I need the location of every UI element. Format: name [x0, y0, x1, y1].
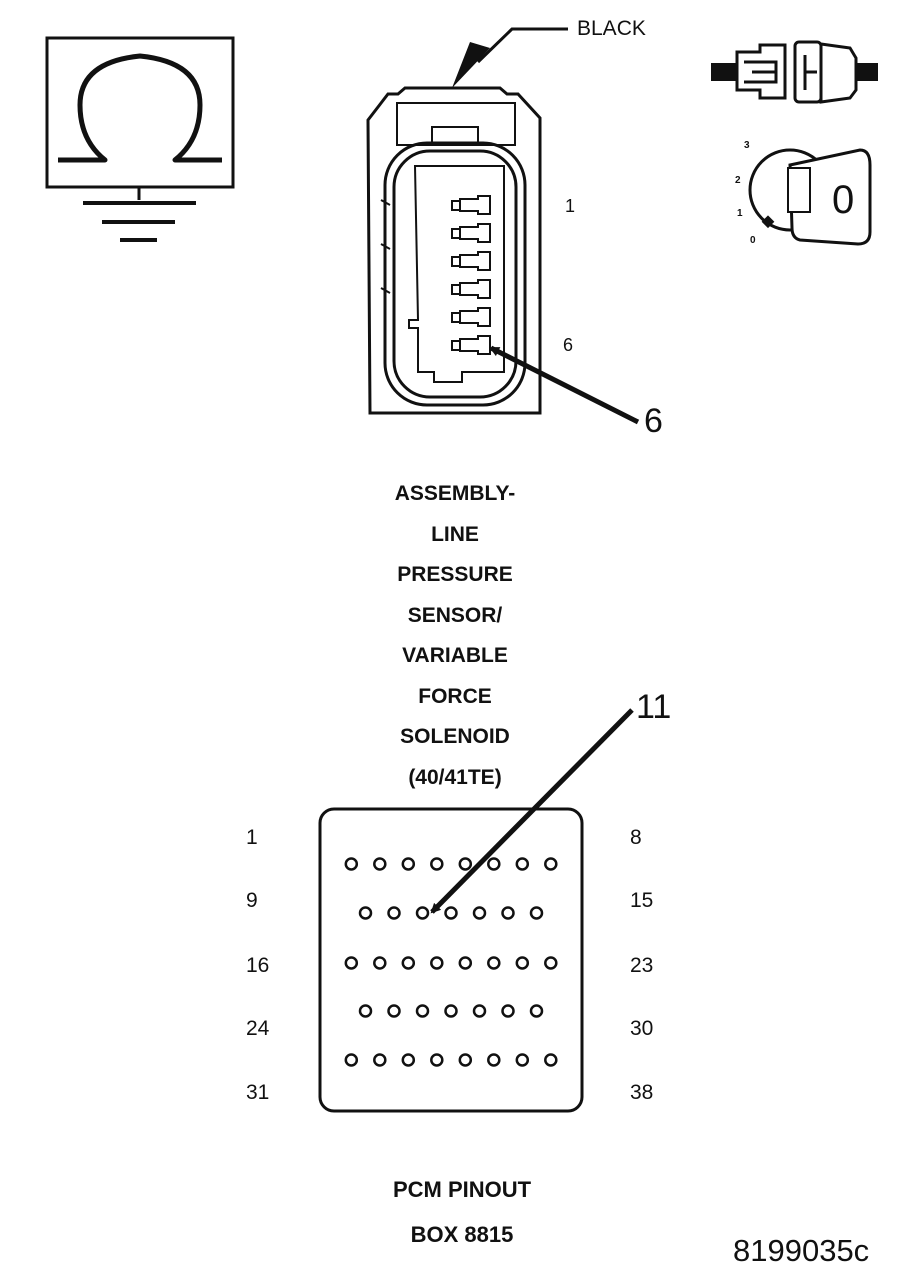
connector-pin-terminal: [451, 279, 491, 299]
pcm-pin: [387, 1004, 401, 1018]
ignition-position-3: 3: [744, 140, 750, 151]
connector-pin-terminal: [451, 251, 491, 271]
ignition-key-label: 0: [832, 178, 854, 222]
pcm-pin: [487, 1053, 501, 1067]
pcm-pin: [373, 857, 387, 871]
pcm-pin: [458, 956, 473, 970]
unplugged-connector-icon: [711, 40, 878, 104]
pcm-pin-grid: [344, 857, 558, 1067]
pcm-pin: [458, 1053, 473, 1067]
component-name-line: SENSOR/: [407, 603, 503, 627]
pcm-pin: [344, 1053, 359, 1067]
pcm-pin: [401, 1053, 416, 1067]
pcm-pin: [373, 956, 387, 970]
connector-color-label: BLACK: [577, 17, 646, 40]
black-leader-arrow: [452, 27, 568, 88]
pcm-pin: [515, 956, 530, 970]
ignition-key-icon: [748, 148, 872, 246]
pcm-caption-line: PCM PINOUT: [392, 1177, 532, 1202]
pcm-pin: [430, 1053, 444, 1067]
pcm-pin: [487, 956, 501, 970]
component-name-line: SOLENOID: [400, 725, 510, 748]
pcm-row-label-left: 9: [246, 889, 258, 912]
connector-pin-first-label: 1: [565, 196, 576, 216]
pcm-pinout-box: [318, 807, 584, 1113]
component-name-line: PRESSURE: [397, 563, 513, 586]
pcm-pin: [501, 1004, 515, 1018]
component-name-line: FORCE: [418, 684, 492, 708]
pcm-pin: [401, 857, 416, 871]
pcm-pin: [430, 956, 444, 970]
component-name: ASSEMBLY- LINE PRESSURE SENSOR/ VARIABLE…: [395, 474, 516, 798]
pin-11-callout-arrow: [430, 708, 634, 914]
component-name-line: LINE: [431, 522, 479, 546]
pcm-pin: [472, 1004, 487, 1018]
figure-id: 8199035c: [733, 1233, 870, 1268]
pcm-row-label-right: 30: [630, 1017, 654, 1040]
pcm-pin: [487, 857, 501, 871]
component-name-line: VARIABLE: [402, 644, 508, 667]
pcm-row-label-left: 24: [246, 1017, 270, 1040]
pcm-row-label-right: 8: [630, 826, 642, 849]
pcm-row-label-left: 16: [246, 954, 270, 977]
ohmmeter-icon: [45, 36, 235, 242]
pcm-pin: [373, 1053, 387, 1067]
pcm-pin: [444, 906, 458, 920]
pcm-pin: [501, 906, 515, 920]
pcm-pin: [444, 1004, 458, 1018]
pcm-pin: [387, 906, 401, 920]
connector-pin-terminal: [451, 307, 491, 327]
pcm-pin: [430, 857, 444, 871]
pin-6-callout-label: 6: [644, 402, 663, 440]
ignition-position-0: 0: [750, 235, 756, 246]
pcm-pin: [415, 906, 430, 920]
connector-pin-terminal: [451, 223, 491, 243]
pcm-pin: [544, 1053, 558, 1067]
pcm-pin: [529, 906, 544, 920]
component-name-line: ASSEMBLY-: [394, 482, 516, 505]
ignition-position-1: 1: [737, 208, 743, 219]
pcm-pin: [401, 956, 416, 970]
pcm-row-label-left: 31: [246, 1081, 270, 1104]
connector-pin-terminal: [451, 195, 491, 215]
pin-6-callout-arrow: [489, 345, 640, 425]
pcm-pin: [415, 1004, 430, 1018]
pcm-pin: [544, 857, 558, 871]
pcm-row-label-right: 15: [630, 889, 654, 912]
pcm-pin: [472, 906, 487, 920]
pcm-pin: [358, 906, 373, 920]
pcm-pin: [515, 1053, 530, 1067]
connector-pin-last-label: 6: [563, 335, 574, 355]
pcm-pin: [344, 857, 359, 871]
pcm-pin: [515, 857, 530, 871]
pcm-pin: [344, 956, 359, 970]
ignition-position-2: 2: [735, 175, 741, 186]
pcm-pin: [544, 956, 558, 970]
pcm-pin: [358, 1004, 373, 1018]
pcm-row-label-left: 1: [246, 826, 258, 849]
pcm-row-label-right: 23: [630, 954, 654, 977]
pcm-pin: [529, 1004, 544, 1018]
pcm-caption-line: BOX 8815: [410, 1222, 514, 1247]
pin-11-callout-label: 11: [636, 688, 672, 726]
connector-pin-terminals: [451, 195, 491, 355]
component-name-line: (40/41TE): [408, 765, 502, 789]
pcm-caption: PCM PINOUT BOX 8815: [393, 1167, 531, 1257]
pcm-row-label-right: 38: [630, 1081, 654, 1104]
pcm-pin: [458, 857, 473, 871]
connector-drawing: [366, 86, 542, 415]
